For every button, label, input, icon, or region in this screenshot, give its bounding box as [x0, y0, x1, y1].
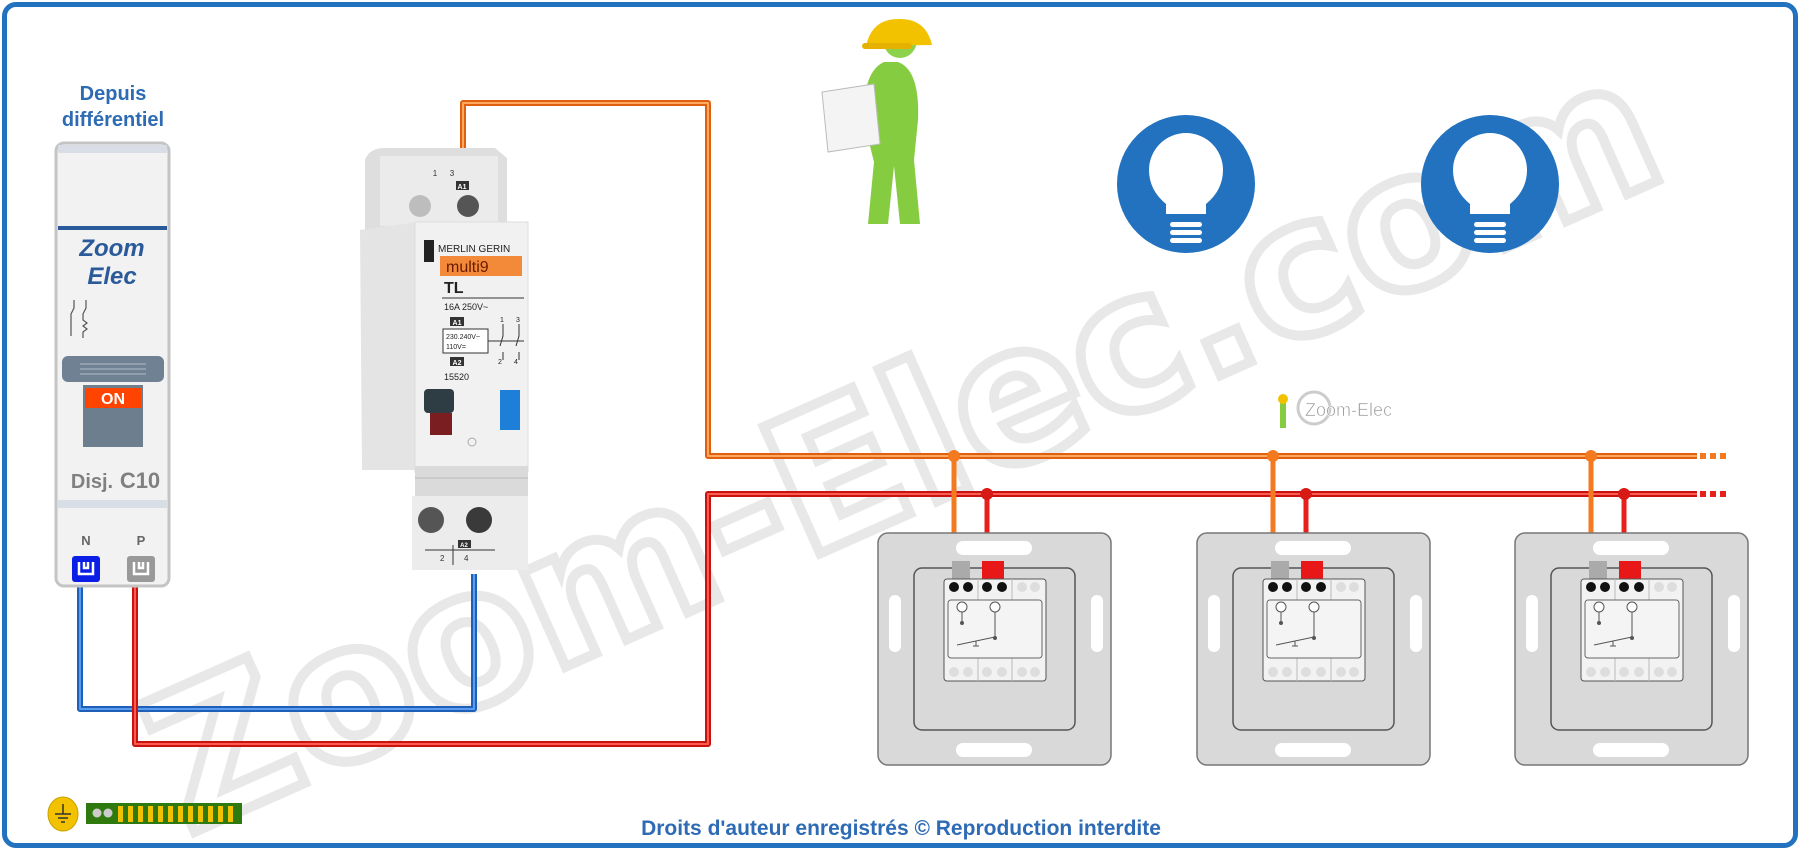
terminal-p-label: P [137, 533, 146, 548]
relay-coil-voltage-2: 110V= [446, 344, 466, 351]
breaker-brand-line1: Zoom [78, 235, 144, 262]
switch-terminal [997, 582, 1007, 592]
relay-coil-voltage-1: 230.240V~ [446, 334, 480, 341]
switch-terminal [949, 582, 959, 592]
push-button-switch[interactable] [877, 532, 1112, 766]
lamp [1117, 115, 1255, 253]
relay-contact-4: 4 [514, 359, 518, 366]
switch-terminal [982, 582, 992, 592]
earth-bar-slot [158, 806, 163, 822]
breaker-on-indicator [85, 388, 141, 408]
breaker-rating: C10 [120, 468, 160, 493]
relay-range: multi9 [446, 259, 489, 276]
relay-toggle[interactable] [424, 389, 454, 413]
circuit-breaker: Zoom Elec ON Disj. C10 N P [54, 141, 171, 588]
source-label-line1: Depuis [80, 83, 147, 105]
earth-bar-slot [168, 806, 173, 822]
push-button-switch[interactable] [1196, 532, 1431, 766]
earth-bar-slot [218, 806, 223, 822]
relay-contact-3: 3 [516, 317, 520, 324]
relay-terminal-3: 3 [450, 169, 455, 178]
relay-manufacturer: MERLIN GERIN [438, 244, 510, 255]
relay-coil-a2: A2 [453, 360, 462, 367]
relay-model: TL [444, 280, 464, 297]
earth-bar-slot [178, 806, 183, 822]
junction-dot [948, 450, 960, 462]
switch-terminal [1268, 582, 1278, 592]
relay-terminal-2: 2 [440, 554, 445, 563]
relay-terminal-1: 1 [433, 169, 438, 178]
earth-bar-slot [198, 806, 203, 822]
terminal-n-label: N [81, 533, 90, 548]
relay-spec: 16A 250V~ [444, 302, 488, 312]
lightbulb-icon [1453, 133, 1527, 214]
breaker-brand-line2: Elec [87, 263, 136, 290]
logo-text: Zoom-Elec [1305, 400, 1392, 420]
zoom-elec-logo: Zoom-Elec [1278, 390, 1392, 428]
earth-bar-slot [188, 806, 193, 822]
relay-reference: 15520 [444, 372, 469, 382]
earth-bar-slot [208, 806, 213, 822]
junction-dot [981, 488, 993, 500]
worker-figure-icon [821, 18, 932, 224]
relay-coil-a1: A1 [453, 320, 462, 327]
terminal-n [72, 556, 100, 582]
junction-dot [1300, 488, 1312, 500]
switch-terminal [1301, 582, 1311, 592]
relay-terminal-4: 4 [464, 554, 469, 563]
switch-terminal [1600, 582, 1610, 592]
earth-bar-slot [148, 806, 153, 822]
lamp [1421, 115, 1559, 253]
switch-terminal [963, 582, 973, 592]
earth-bar-slot [228, 806, 233, 822]
switch-terminal [1619, 582, 1629, 592]
copyright-footer: Droits d'auteur enregistrés © Reproducti… [641, 817, 1161, 840]
earth-terminal-bar [47, 796, 242, 832]
junction-dot [1585, 450, 1597, 462]
earth-bar-slot [138, 806, 143, 822]
relay-contact-2: 2 [498, 359, 502, 366]
impulse-relay: 1 3 A1 MERLIN GERIN multi9 TL 16A 250V~ … [360, 148, 529, 570]
switch-terminal [1282, 582, 1292, 592]
junction-dot [1267, 450, 1279, 462]
breaker-type: Disj. [71, 471, 113, 493]
earth-bar-slot [118, 806, 123, 822]
earth-icon [55, 804, 71, 823]
switch-terminal [1586, 582, 1596, 592]
breaker-symbol-icon [70, 300, 88, 338]
push-button-switch[interactable] [1514, 532, 1749, 766]
source-label-line2: différentiel [62, 109, 164, 131]
junction-dot [1618, 488, 1630, 500]
switch-terminal [1316, 582, 1326, 592]
earth-bar-slot [128, 806, 133, 822]
relay-coil-top: A1 [458, 184, 467, 191]
terminal-p [127, 556, 155, 582]
relay-coil-bottom: A2 [460, 543, 468, 549]
relay-contact-1: 1 [500, 317, 504, 324]
lightbulb-icon [1149, 133, 1223, 214]
breaker-state: ON [101, 391, 125, 408]
switch-terminal [1634, 582, 1644, 592]
